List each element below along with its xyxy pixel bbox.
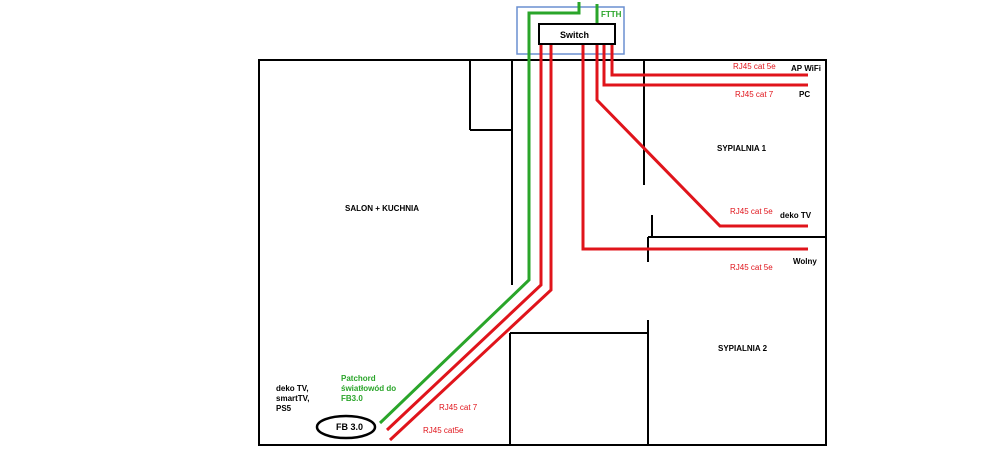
cable-deko-tv — [595, 44, 808, 228]
switch-enclosure — [516, 6, 625, 55]
ftth-label: FTTH — [601, 10, 622, 19]
rj45-cat5e-salon-label: RJ45 cat5e — [423, 426, 464, 435]
patchcord-fiber-line — [378, 2, 581, 425]
cable-cat7-salon — [385, 44, 543, 432]
sypialnia1-label: SYPIALNIA 1 — [717, 144, 767, 153]
pc-label: PC — [799, 90, 810, 99]
switch-label: Switch — [560, 30, 589, 40]
deko-tv-bedroom-label: deko TV — [780, 211, 812, 220]
rj45-cables — [385, 44, 808, 442]
patchord-label-line2: światłowód do — [341, 384, 396, 393]
devices-label-line2: smartTV, — [276, 394, 310, 403]
fb-label: FB 3.0 — [336, 422, 363, 432]
fiber-lines — [378, 2, 599, 425]
cable-wolny — [581, 44, 808, 251]
ap-wifi-label: AP WiFi — [791, 64, 821, 73]
rj45-pc-label: RJ45 cat 7 — [735, 90, 774, 99]
devices-label-line1: deko TV, — [276, 384, 309, 393]
rj45-wolny-label: RJ45 cat 5e — [730, 263, 773, 272]
wolny-label: Wolny — [793, 257, 817, 266]
patchord-label-line1: Patchord — [341, 374, 376, 383]
patchord-label-line3: FB3.0 — [341, 394, 363, 403]
rj45-deko-label: RJ45 cat 5e — [730, 207, 773, 216]
sypialnia2-label: SYPIALNIA 2 — [718, 344, 768, 353]
rj45-cat7-salon-label: RJ45 cat 7 — [439, 403, 478, 412]
switch-box — [538, 23, 616, 45]
cable-ap-wifi — [610, 44, 808, 77]
salon-label: SALON + KUCHNIA — [345, 204, 419, 213]
cable-pc — [602, 44, 808, 87]
rj45-ap-label: RJ45 cat 5e — [733, 62, 776, 71]
devices-label-line3: PS5 — [276, 404, 292, 413]
fb-router-ellipse — [315, 414, 377, 440]
cable-cat5e-salon — [388, 44, 553, 442]
